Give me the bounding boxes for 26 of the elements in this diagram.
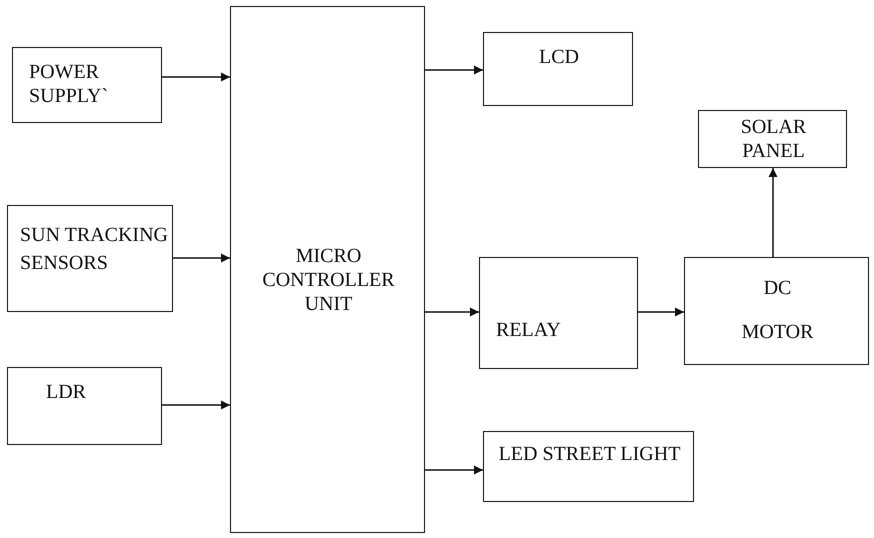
block-box [230,6,425,533]
block-label: SUN TRACKING SENSORS [20,223,169,276]
arrow [768,168,778,257]
block-box [7,205,173,312]
block-box [684,257,869,365]
block-label: DC MOTOR [740,276,814,345]
arrow [638,308,684,316]
arrow [425,466,483,474]
block-box [479,257,638,369]
arrow [162,72,230,82]
block-label: MICRO CONTROLLER UNIT [261,244,396,316]
block-label: RELAY [496,318,562,342]
arrow [162,400,230,410]
block-label: LDR [46,380,87,404]
block-label: SOLAR PANEL [740,115,808,163]
block-label: LCD [538,45,580,69]
block-box [698,110,847,168]
block-box [483,32,633,106]
block-label: POWER SUPPLY` [29,60,110,108]
block-box [12,47,162,123]
block-box [483,431,694,502]
block-label: LED STREET LIGHT [498,442,682,466]
arrow [425,308,479,316]
block-box [7,367,162,445]
arrow [173,254,230,262]
arrow [425,66,483,74]
